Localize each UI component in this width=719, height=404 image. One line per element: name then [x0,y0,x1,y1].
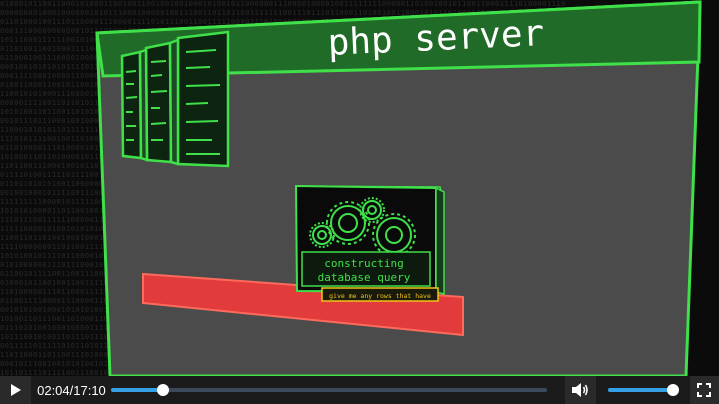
process-label-line2: database query [318,271,411,284]
query-label-box [321,287,439,302]
process-label-box [301,251,431,287]
progress-bar[interactable] [111,384,547,396]
progress-handle[interactable] [157,384,170,396]
panel-title: php server [327,13,545,64]
play-icon [10,384,21,396]
video-frame[interactable]: 0100010110011000101000110010011001001001… [0,0,719,376]
time-display: 02:04/17:10 [37,382,106,398]
volume-handle[interactable] [666,384,679,396]
process-box-side [435,186,445,295]
process-label-line1: constructing [324,257,403,270]
query-label-text: give me any rows that have [329,292,431,300]
volume-slider[interactable] [607,384,679,396]
scene-graphic: php server [95,0,702,376]
server-rack-lines [125,49,221,155]
volume-fill [607,388,673,392]
fullscreen-button[interactable] [689,376,719,404]
volume-button[interactable] [564,376,596,404]
play-button[interactable] [0,376,32,404]
fullscreen-icon [697,383,712,397]
panel-header-band [95,0,702,78]
speaker-icon [572,383,589,397]
server-rack-icon [120,30,230,168]
player-controls: 02:04/17:10 [0,376,719,404]
progress-fill [111,388,164,392]
